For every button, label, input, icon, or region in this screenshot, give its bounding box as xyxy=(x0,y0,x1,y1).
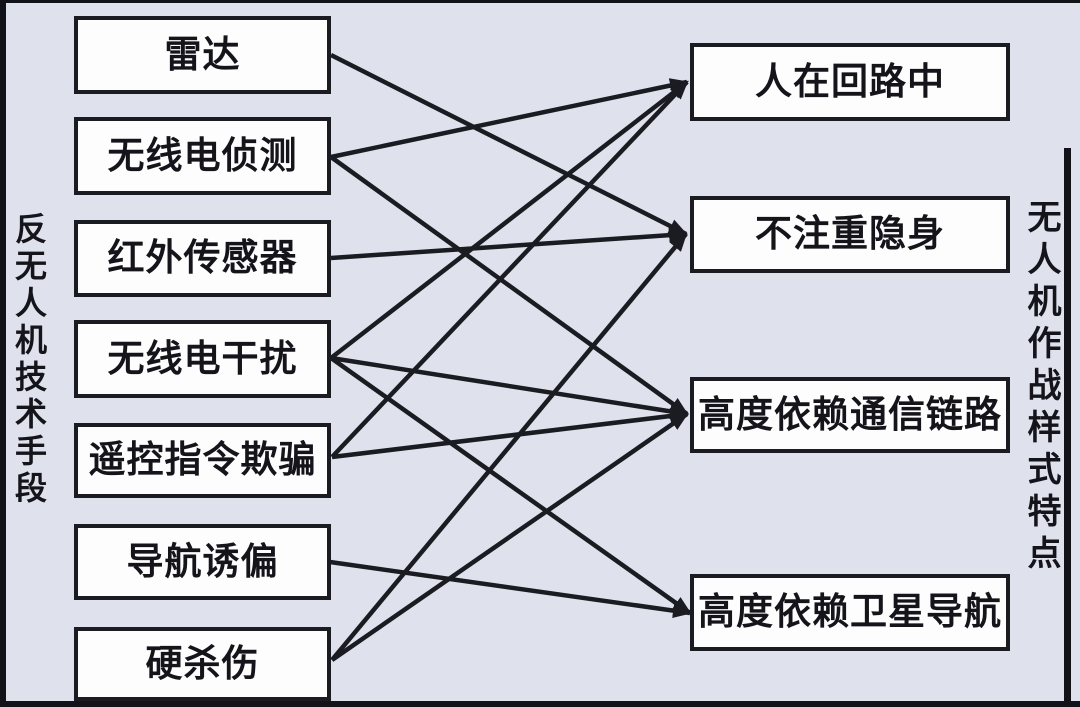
node-satnav-dependence: 高度依赖卫星导航 xyxy=(690,574,1010,651)
node-infrared-sensor: 红外传感器 xyxy=(74,220,331,297)
page-edge-right xyxy=(1064,148,1071,707)
node-no-stealth-label: 不注重隐身 xyxy=(755,214,945,255)
page-edge-left xyxy=(0,0,6,707)
edge-hard-kill-to-comm-link-dependence xyxy=(330,412,689,662)
node-nav-spoofing: 导航诱偏 xyxy=(74,524,331,600)
edge-infrared-sensor-to-no-stealth xyxy=(330,227,688,261)
node-command-spoofing: 遥控指令欺骗 xyxy=(74,423,331,498)
node-radio-jamming: 无线电干扰 xyxy=(74,320,331,398)
node-human-in-loop: 人在回路中 xyxy=(690,43,1010,121)
edge-radio-detection-to-comm-link-dependence xyxy=(329,155,689,416)
edge-command-spoofing-to-comm-link-dependence xyxy=(331,408,689,460)
edge-radio-jamming-to-human-in-loop xyxy=(329,80,689,360)
node-human-in-loop-label: 人在回路中 xyxy=(755,61,945,103)
node-no-stealth: 不注重隐身 xyxy=(690,196,1010,273)
node-radio-detection-label: 无线电侦测 xyxy=(107,135,298,177)
edge-nav-spoofing-to-satnav-dependence xyxy=(329,559,692,619)
node-radar: 雷达 xyxy=(74,16,331,94)
node-comm-link-dependence-label: 高度依赖通信链路 xyxy=(698,394,1002,436)
right-column-title: 无人机作战样式特点 xyxy=(1022,199,1059,577)
node-command-spoofing-label: 遥控指令欺骗 xyxy=(88,440,317,481)
node-comm-link-dependence: 高度依赖通信链路 xyxy=(690,377,1010,453)
edge-radar-to-no-stealth xyxy=(329,52,688,237)
node-satnav-dependence-label: 高度依赖卫星导航 xyxy=(698,592,1002,633)
edge-command-spoofing-to-human-in-loop xyxy=(330,80,689,459)
node-nav-spoofing-label: 导航诱偏 xyxy=(126,541,279,583)
page-edge-bottom xyxy=(0,701,1080,707)
page-edge-top xyxy=(0,0,1080,3)
edge-hard-kill-to-no-stealth xyxy=(330,232,688,662)
left-column-title: 反无人机技术手段 xyxy=(11,212,47,508)
node-radio-detection: 无线电侦测 xyxy=(74,117,331,195)
edge-radio-detection-to-human-in-loop xyxy=(330,78,689,160)
edge-radio-jamming-to-comm-link-dependence xyxy=(330,355,689,419)
node-hard-kill: 硬杀伤 xyxy=(74,627,331,701)
node-radar-label: 雷达 xyxy=(164,34,241,76)
node-radio-jamming-label: 无线电干扰 xyxy=(107,338,298,380)
node-infrared-sensor-label: 红外传感器 xyxy=(107,238,298,279)
node-hard-kill-label: 硬杀伤 xyxy=(145,643,260,685)
edge-radio-jamming-to-satnav-dependence xyxy=(329,356,692,615)
